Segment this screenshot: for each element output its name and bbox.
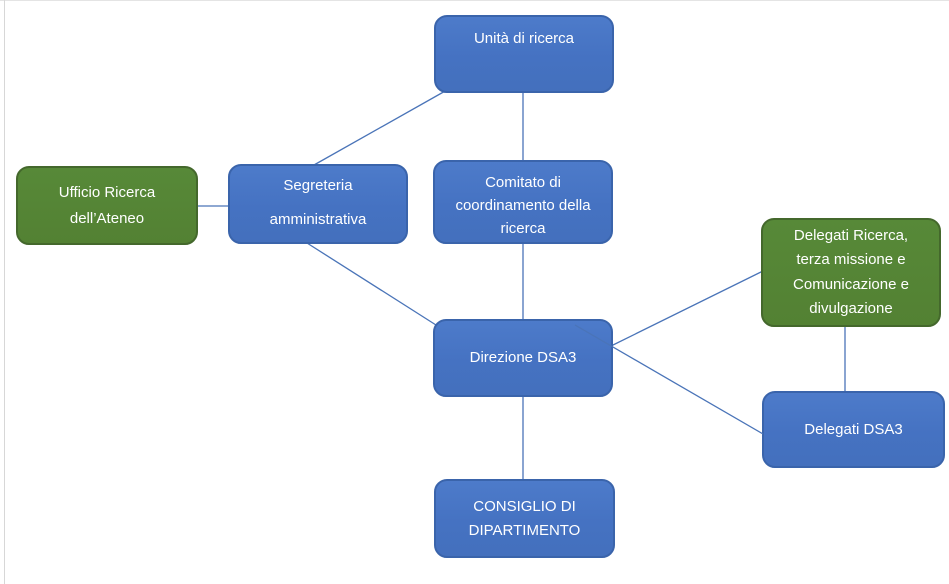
node-label-line: CONSIGLIO DI — [473, 497, 576, 515]
node-label-line: terza missione e — [796, 251, 906, 268]
node-label-line: divulgazione — [809, 300, 893, 317]
node-delegati-dsa3[interactable]: Delegati DSA3 — [762, 391, 945, 468]
node-label-line: amministrativa — [269, 211, 367, 228]
node-label-line: Delegati DSA3 — [804, 420, 903, 438]
page-edge-top — [0, 0, 949, 1]
node-label-line: Segreteria — [283, 177, 353, 194]
page-edge-left — [4, 0, 5, 584]
node-label-line: Comitato di — [485, 174, 561, 191]
node-label-line: ricerca — [500, 220, 546, 237]
node-label-line: coordinamento della — [455, 197, 591, 214]
node-label-line: dell’Ateneo — [69, 209, 145, 227]
node-direzione-dsa3[interactable]: Direzione DSA3 — [433, 319, 613, 397]
node-label-line: Ufficio Ricerca — [58, 183, 156, 201]
connector-direzione-delegati_ricerca — [610, 270, 764, 347]
node-label-line: Delegati Ricerca, — [793, 226, 909, 244]
connector-segreteria-direzione — [306, 242, 437, 326]
node-delegati-ricerca-terza-missione[interactable]: Delegati Ricerca, terza missione e Comun… — [761, 218, 941, 327]
node-label-line: Unità di ricerca — [473, 30, 575, 47]
node-label-line: Comunicazione e — [793, 275, 909, 293]
connector-direzione-delegati_dsa3 — [574, 324, 764, 435]
node-ufficio-ricerca-ateneo[interactable]: Ufficio Ricerca dell’Ateneo — [16, 166, 198, 245]
node-consiglio-di-dipartimento[interactable]: CONSIGLIO DI DIPARTIMENTO — [434, 479, 615, 558]
node-segreteria-amministrativa[interactable]: Segreteria amministrativa — [228, 164, 408, 244]
node-label-line: Direzione DSA3 — [469, 349, 577, 366]
node-comitato-coordinamento-ricerca[interactable]: Comitato di coordinamento della ricerca — [433, 160, 613, 244]
node-unita-di-ricerca[interactable]: Unità di ricerca — [434, 15, 614, 93]
connector-segreteria-unita — [313, 89, 448, 166]
node-label-line: DIPARTIMENTO — [468, 521, 581, 539]
